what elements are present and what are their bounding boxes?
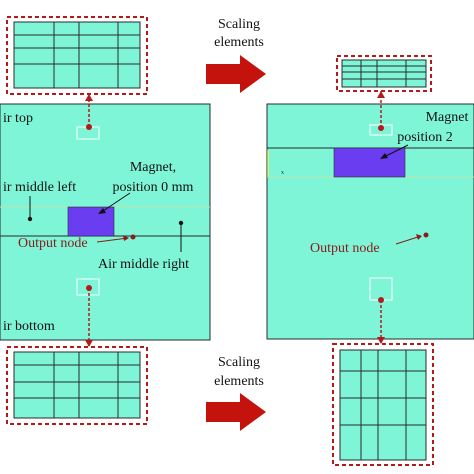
label-magnet-left-line2: position 0 mm: [113, 180, 194, 195]
right-bottom-zoom-box: [332, 343, 434, 466]
scaling-annotations: Scaling elements Scaling elements: [206, 17, 266, 431]
label-air-top: ir top: [3, 111, 33, 126]
right-bottom-connector-dot: [378, 297, 384, 303]
label-scaling-bottom-line2: elements: [214, 374, 264, 389]
left-magnet: [67, 206, 115, 237]
label-magnet-right-line1: Magnet: [426, 110, 469, 125]
output-node-right-leader: [395, 235, 422, 245]
output-node-right-leader-arrowhead: [416, 234, 422, 240]
label-magnet-left-line1: Magnet,: [130, 160, 176, 175]
magnet-left-leader-arrowhead: [98, 208, 106, 214]
label-air-middle-right: Air middle right: [98, 257, 189, 272]
right-bottom-connector-arrowhead: [377, 337, 385, 344]
left-bottom-connector-arrowhead: [85, 340, 93, 347]
left-top-connector-dot: [86, 124, 92, 130]
scaling-bottom-arrow: [206, 393, 266, 431]
right-model: x: [266, 55, 474, 466]
right-top-zoom-box: [336, 55, 432, 92]
output-node-left-leader: [96, 237, 129, 243]
output-node-left-leader-arrowhead: [123, 235, 129, 241]
magnet-right-leader-arrowhead: [380, 153, 388, 159]
tiny-x-mark: x: [281, 170, 284, 176]
left-top-connector-arrowhead: [85, 94, 93, 101]
label-magnet-right-line2: position 2: [397, 130, 453, 145]
label-scaling-top-line2: elements: [214, 35, 264, 50]
air-middle-left-leader-dot: [27, 216, 33, 222]
left-model: ir top ir middle left ir bottom Magnet, …: [0, 16, 211, 425]
left-bottom-zoom-box: [6, 346, 148, 425]
label-air-middle-left: ir middle left: [3, 180, 76, 195]
magnet-left-leader: [99, 192, 131, 214]
label-output-node-left: Output node: [18, 236, 88, 251]
left-bottom-connector-dot: [86, 285, 92, 291]
label-scaling-top-line1: Scaling: [218, 17, 260, 32]
output-node-left-dot: [130, 234, 136, 240]
label-air-bottom: ir bottom: [3, 319, 55, 334]
label-scaling-bottom-line1: Scaling: [218, 355, 260, 370]
scaling-top-arrow: [206, 55, 266, 93]
right-top-connector-dot: [378, 125, 384, 131]
left-bottom-scaling-marker: [76, 278, 100, 296]
label-output-node-right: Output node: [310, 241, 380, 256]
air-middle-right-leader-dot: [178, 220, 184, 226]
left-top-zoom-box: [6, 16, 148, 95]
right-top-connector-arrowhead: [377, 91, 385, 98]
output-node-right-dot: [423, 232, 429, 238]
